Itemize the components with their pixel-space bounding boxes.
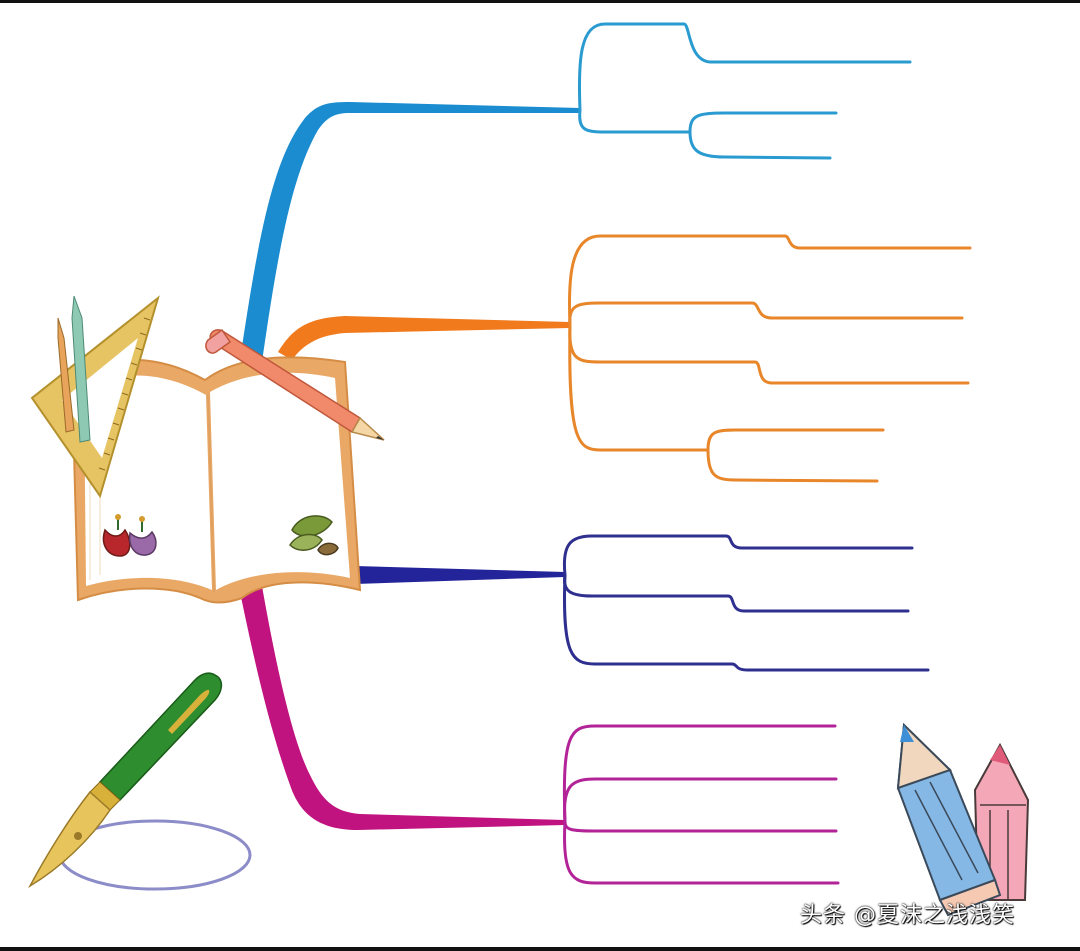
pencil-icon bbox=[205, 328, 385, 441]
small-pencils-icon bbox=[57, 295, 91, 443]
top-border bbox=[0, 0, 1080, 3]
flower-icon bbox=[102, 514, 157, 557]
watermark-text: 头条 @夏沫之浅浅笑 bbox=[800, 903, 1015, 928]
main-branch-magenta bbox=[240, 586, 565, 830]
sub-branches-navy bbox=[562, 534, 930, 672]
sub-branches-blue bbox=[577, 22, 912, 160]
main-branch-navy bbox=[355, 566, 565, 584]
bottom-border bbox=[0, 947, 1080, 951]
leaf-icon bbox=[289, 515, 339, 556]
sub-branches-magenta bbox=[562, 724, 840, 885]
fountain-pen-icon bbox=[28, 672, 252, 891]
sub-branches-orange bbox=[567, 234, 972, 483]
colored-pencils-icon bbox=[896, 722, 1030, 917]
triangle-ruler-icon bbox=[30, 295, 160, 499]
main-branch-orange bbox=[278, 316, 570, 360]
